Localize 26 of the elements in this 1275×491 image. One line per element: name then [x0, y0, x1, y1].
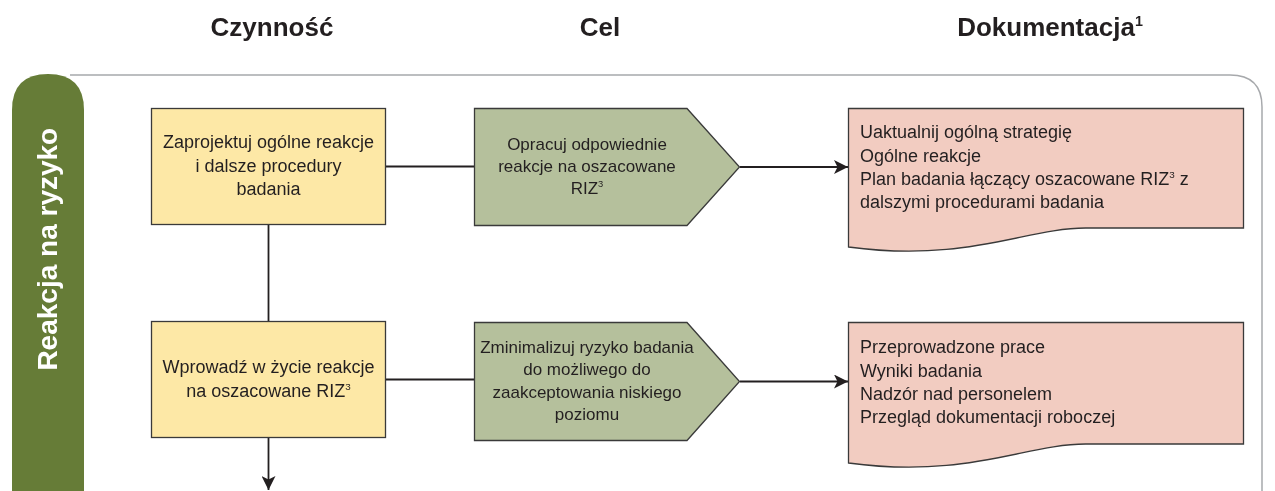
activity-box — [151, 321, 386, 438]
document-item: Nadzór nad personelem — [860, 383, 1054, 406]
arrow — [739, 160, 849, 174]
band-title: Reakcja na ryzyko — [31, 127, 63, 371]
column-header: Czynność — [210, 12, 334, 43]
node-text: Zaprojektuj ogólne reakcje i dalsze procedury badania — [161, 131, 376, 202]
goal-pentagon — [474, 108, 740, 226]
document-item: Wyniki badania — [860, 359, 983, 383]
column-header: Dokumentacja$^{1}$ — [957, 12, 1143, 43]
goal-pentagon — [474, 322, 740, 441]
node-text: Wprowadź w życie reakcje na oszacowane RIZ$^{3}$ — [161, 356, 376, 403]
section-band — [12, 74, 84, 491]
arrow — [739, 374, 849, 389]
document-item: Przegląd dokumentacji roboczej — [860, 406, 1117, 430]
node-text: Opracuj odpowiednie reakcje na oszacowane RIZ$^{3}$ — [497, 133, 677, 201]
activity-box — [151, 108, 386, 225]
document-item: Przeprowadzone prace — [860, 336, 1047, 360]
column-header: Cel — [579, 12, 621, 43]
document-item: Ogólne reakcje — [860, 144, 983, 168]
node-text: Zminimalizuj ryzyko badania do możliwego do zaakceptowania niskiego poziomu — [480, 337, 694, 426]
connector-line — [385, 378, 475, 381]
connector-line — [385, 165, 475, 168]
document-item: Uaktualnij ogólną strategię — [860, 121, 1074, 145]
arrow — [261, 437, 276, 491]
document-item: Plan badania łączący oszacowane RIZ$^{3}$ z dalszymi procedurami badania — [860, 168, 1190, 215]
connector-line — [267, 224, 270, 322]
